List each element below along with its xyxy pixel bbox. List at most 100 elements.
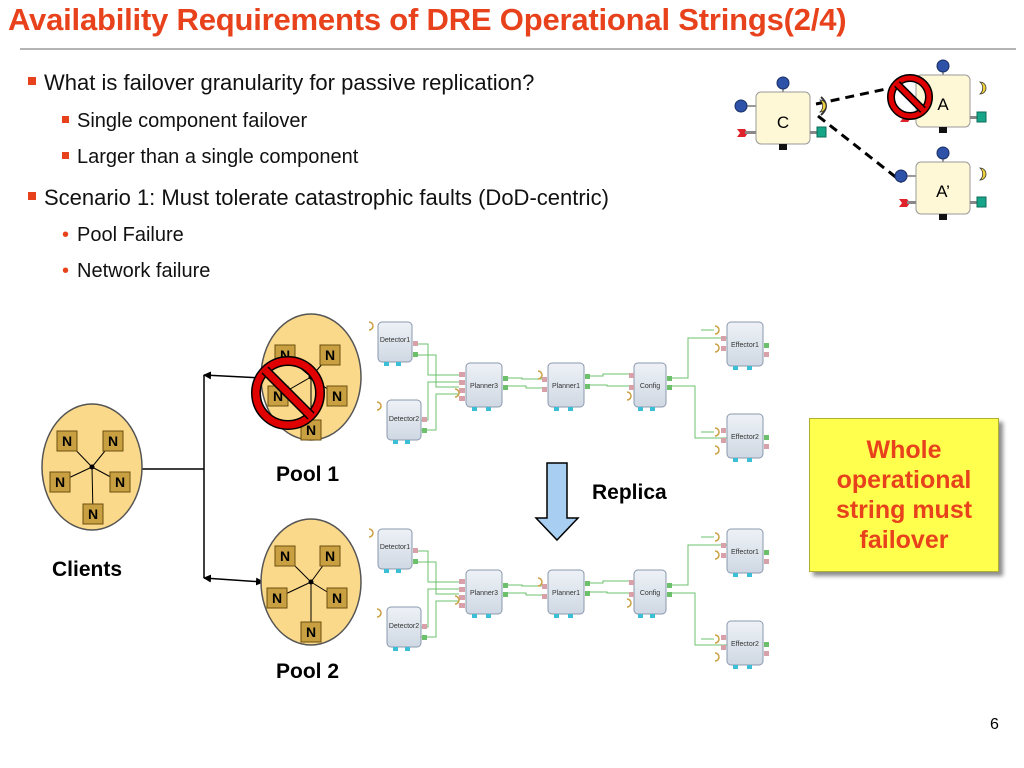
bullet-text: Single component failover	[77, 110, 308, 132]
bullet-scenario-1: Scenario 1: Must tolerate catastrophic f…	[28, 185, 609, 211]
bullet-failover-granularity: What is failover granularity for passive…	[28, 70, 534, 96]
component-c-label: C	[777, 113, 789, 132]
replica-arrow	[534, 462, 580, 542]
svg-text:N: N	[306, 422, 316, 438]
pool-2: N N N N N	[260, 518, 362, 646]
subbullet-pool-failure: • Pool Failure	[62, 224, 184, 247]
svg-text:Config: Config	[640, 383, 660, 390]
clients-pool: N N N N N	[41, 403, 143, 531]
component-a-label: A	[937, 95, 949, 114]
pool2-link-arrow	[203, 574, 264, 586]
svg-text:Planner1: Planner1	[552, 383, 580, 390]
prohibit-icon	[887, 74, 933, 120]
component-planner3: Planner3	[465, 362, 503, 408]
component-aprime-label: A’	[936, 182, 950, 201]
pool-2-label: Pool 2	[276, 660, 340, 683]
pool1-node: N	[319, 344, 341, 366]
pool2-node: N	[319, 545, 341, 567]
pool1-link-arrow	[203, 371, 264, 382]
pool2-node: N	[300, 621, 322, 643]
svg-text:N: N	[55, 474, 65, 490]
svg-text:N: N	[325, 548, 335, 564]
svg-text:Detector2: Detector2	[389, 623, 419, 630]
svg-text:N: N	[62, 433, 72, 449]
component-detector1: Detector1	[377, 528, 413, 570]
callout-text: Whole operational string must failover	[835, 436, 973, 554]
svg-text:Planner3: Planner3	[470, 383, 498, 390]
svg-text:Config: Config	[640, 590, 660, 597]
failover-callout: Whole operational string must failover	[809, 418, 999, 572]
schematic-component-aprime: A’	[894, 146, 987, 220]
svg-text:N: N	[88, 506, 98, 522]
slide-title: Availability Requirements of DRE Operati…	[8, 2, 847, 37]
component-ports	[368, 528, 769, 669]
pool2-node: N	[326, 587, 348, 609]
component-config: Config	[633, 569, 667, 615]
component-effector2: Effector2	[726, 620, 764, 666]
svg-text:Detector1: Detector1	[380, 544, 410, 551]
svg-text:N: N	[273, 388, 283, 404]
operational-string-replica: Detector1 Detector2 Planner3 Planner1 Co…	[368, 528, 769, 669]
square-bullet-icon	[62, 152, 69, 159]
client-node: N	[82, 503, 104, 525]
svg-text:N: N	[280, 548, 290, 564]
svg-text:N: N	[332, 590, 342, 606]
component-config: Config	[633, 362, 667, 408]
replica-label: Replica	[592, 481, 667, 504]
client-node: N	[102, 430, 124, 452]
bullet-text: Scenario 1: Must tolerate catastrophic f…	[44, 185, 609, 210]
bullet-text: Network failure	[77, 260, 211, 282]
page-number: 6	[990, 716, 999, 733]
svg-text:N: N	[306, 624, 316, 640]
svg-text:Effector1: Effector1	[731, 549, 759, 556]
svg-text:Planner3: Planner3	[470, 590, 498, 597]
dashed-link-c-aprime	[817, 114, 903, 184]
client-node: N	[49, 471, 71, 493]
client-node: N	[56, 430, 78, 452]
subbullet-network-failure: • Network failure	[62, 260, 210, 283]
svg-text:N: N	[108, 433, 118, 449]
component-effector1: Effector1	[726, 321, 764, 367]
svg-text:N: N	[280, 347, 290, 363]
square-bullet-icon	[28, 77, 36, 85]
component-planner1: Planner1	[547, 362, 585, 408]
dot-bullet-icon: •	[62, 224, 70, 246]
pool-1: N N N N N	[251, 313, 362, 441]
subbullet-larger-than-component: Larger than a single component	[62, 146, 358, 169]
component-planner1: Planner1	[547, 569, 585, 615]
component-detector1: Detector1	[377, 321, 413, 363]
component-planner3: Planner3	[465, 569, 503, 615]
title-divider	[20, 48, 1016, 50]
operational-string-primary: Detector1 Detector2 Planner3 Planner1 Co…	[368, 321, 769, 462]
svg-text:Effector2: Effector2	[731, 434, 759, 441]
failover-schematic: C A A’	[734, 59, 987, 220]
svg-text:Effector1: Effector1	[731, 342, 759, 349]
svg-text:N: N	[272, 590, 282, 606]
pool2-node: N	[274, 545, 296, 567]
bullet-text: Pool Failure	[77, 224, 184, 246]
bullet-text: Larger than a single component	[77, 146, 359, 168]
pool-1-label: Pool 1	[276, 463, 340, 486]
component-effector2: Effector2	[726, 413, 764, 459]
svg-text:N: N	[332, 388, 342, 404]
svg-text:Detector2: Detector2	[389, 416, 419, 423]
subbullet-single-component: Single component failover	[62, 110, 307, 133]
pool2-node: N	[266, 587, 288, 609]
svg-text:Effector2: Effector2	[731, 641, 759, 648]
square-bullet-icon	[28, 192, 36, 200]
clients-label: Clients	[52, 558, 123, 581]
component-detector2: Detector2	[386, 399, 422, 441]
dot-bullet-icon: •	[62, 260, 70, 282]
client-node: N	[109, 471, 131, 493]
svg-text:Detector1: Detector1	[380, 337, 410, 344]
svg-text:N: N	[325, 347, 335, 363]
svg-text:N: N	[115, 474, 125, 490]
square-bullet-icon	[62, 116, 69, 123]
pool-failure-prohibit-icon	[251, 356, 325, 430]
pool1-node: N	[326, 385, 348, 407]
schematic-component-c: C	[734, 76, 827, 150]
component-effector1: Effector1	[726, 528, 764, 574]
component-ports	[368, 321, 769, 462]
svg-text:Planner1: Planner1	[552, 590, 580, 597]
